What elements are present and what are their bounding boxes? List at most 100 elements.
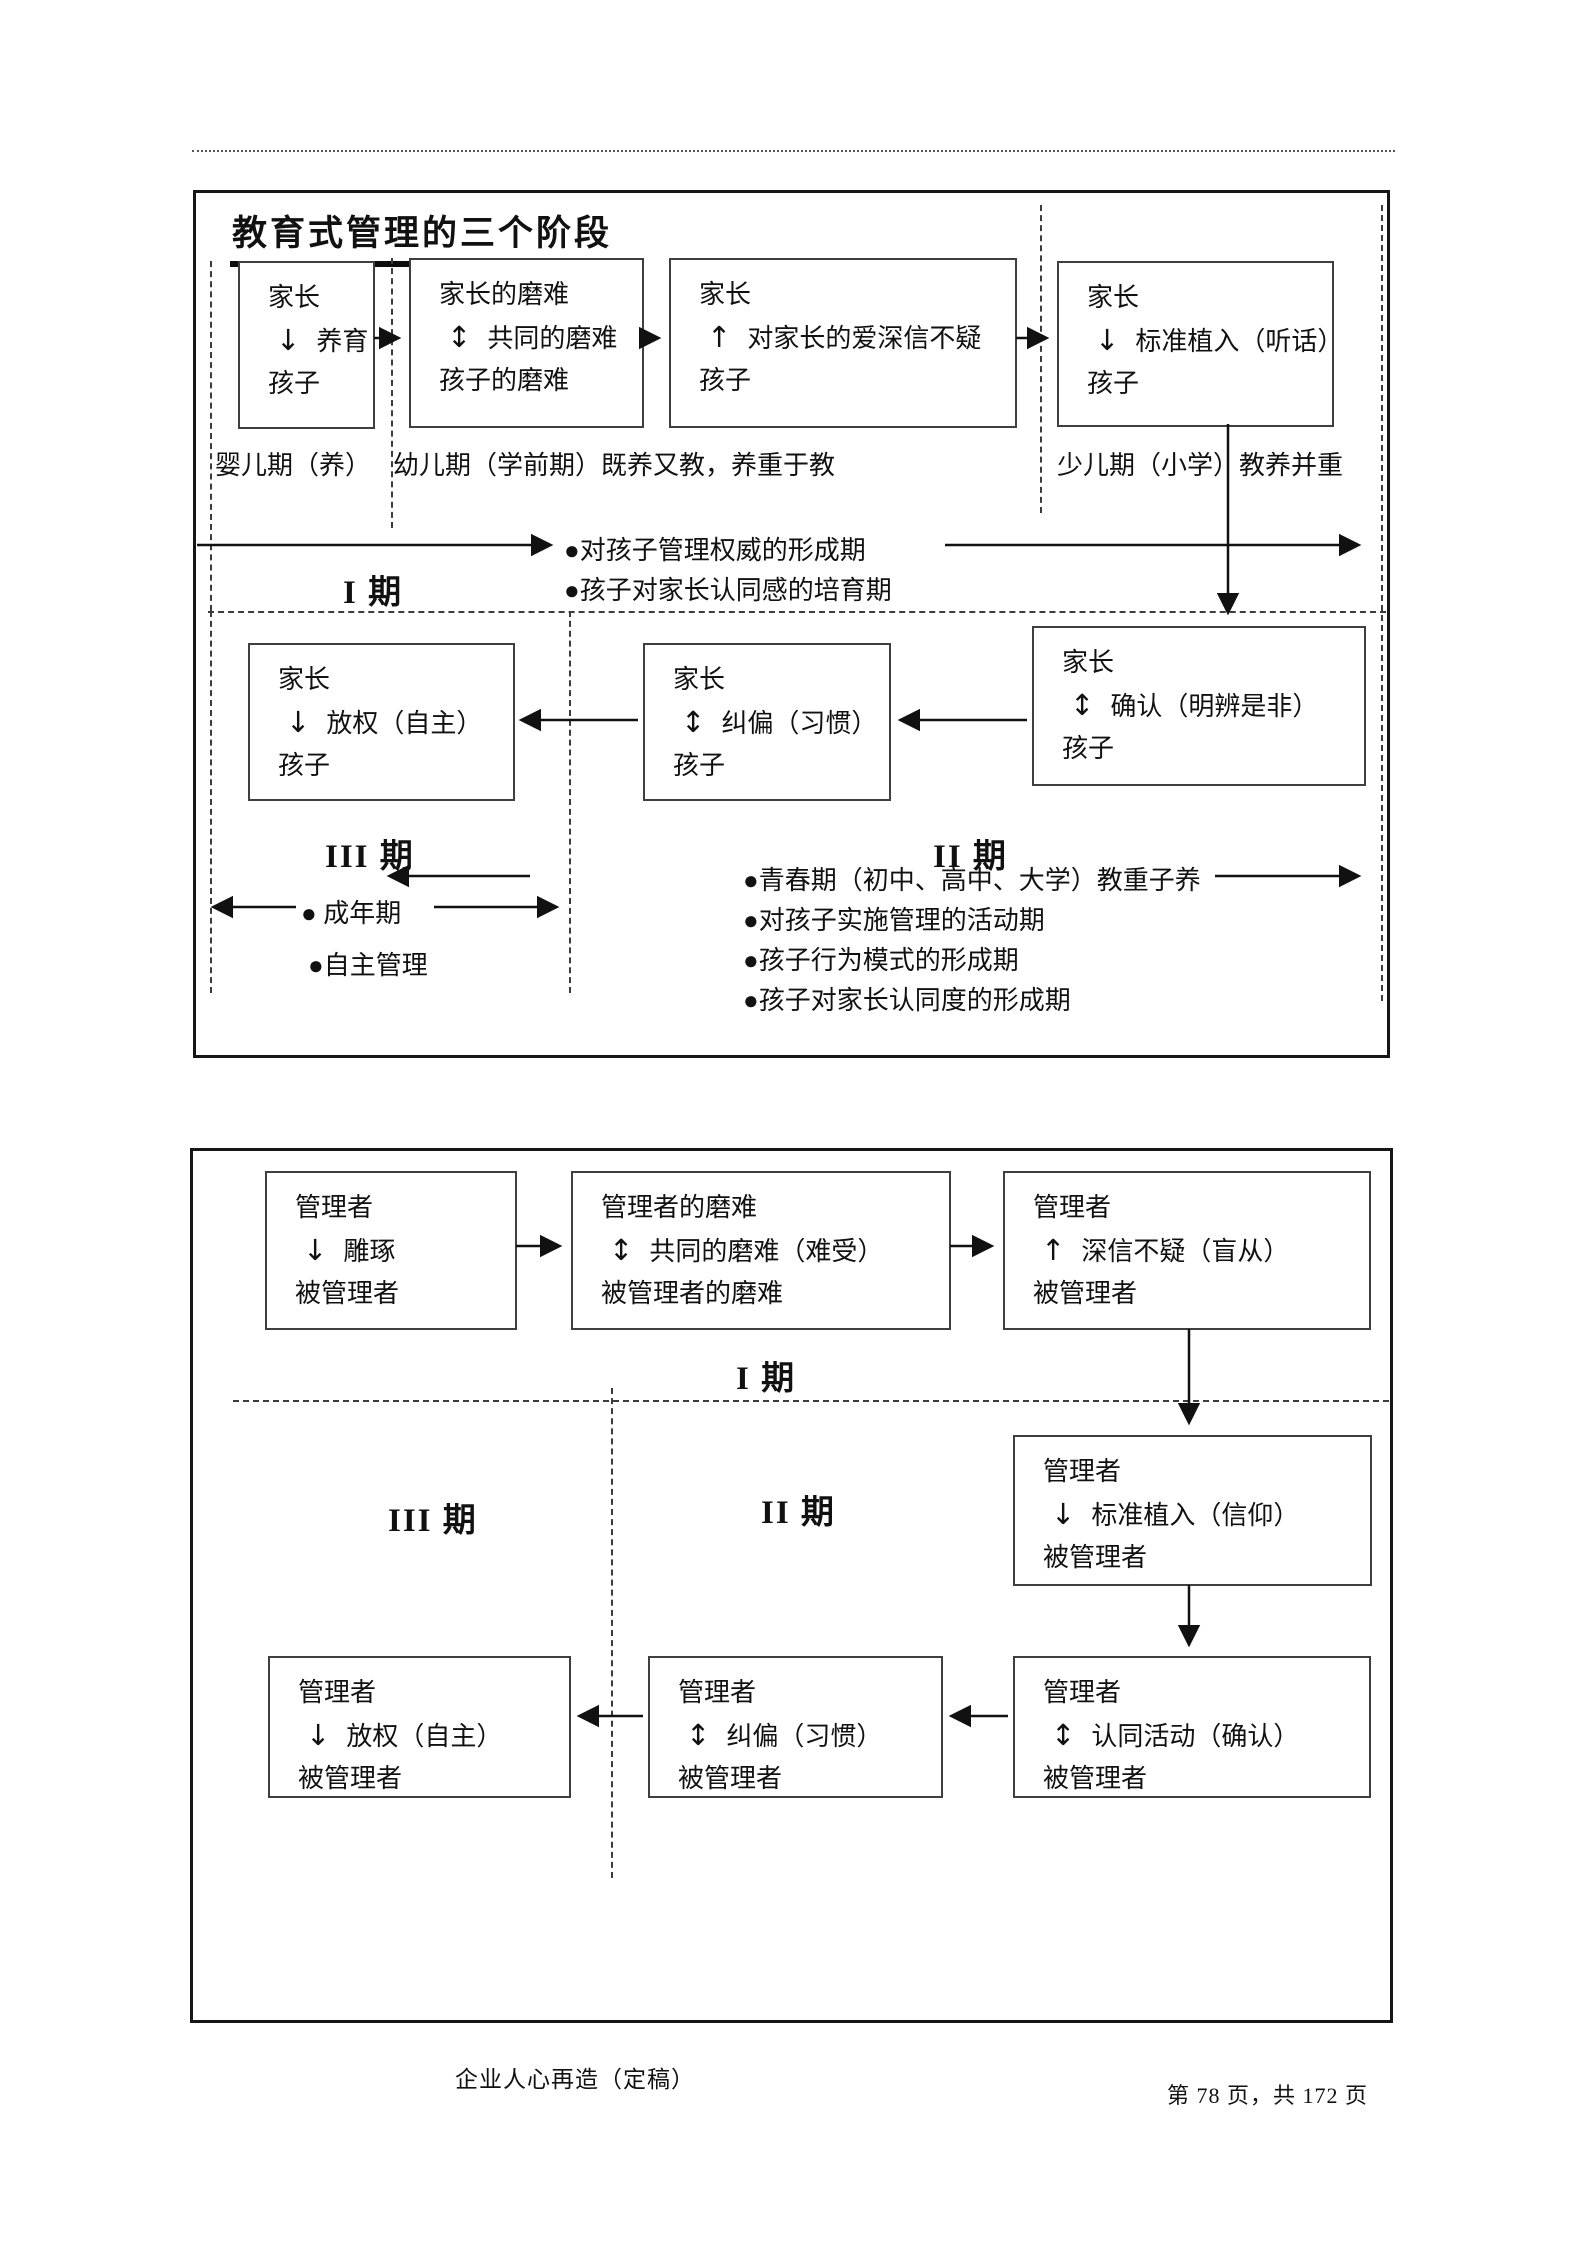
dashed-divider-vertical: [611, 1388, 613, 1878]
box-bottom-label: 孩子: [699, 366, 752, 395]
box-confirm-right-wrong: 家长 ↕ 确认（明辨是非） 孩子: [1032, 626, 1366, 786]
down-arrow-icon: ↓: [1051, 1497, 1076, 1531]
down-arrow-icon: ↓: [276, 323, 301, 357]
box-mid-label: 标准植入（信仰）: [1091, 1501, 1300, 1530]
box-trust-in-parent: 家长 ↑ 对家长的爱深信不疑 孩子: [669, 258, 1017, 428]
box-mid-label: 共同的磨难: [487, 324, 618, 353]
dashed-divider-horizontal: [208, 611, 1386, 613]
period-2-label: II 期: [761, 1495, 836, 1531]
box-manager-correct-habits: 管理者 ↕纠偏（习惯） 被管理者: [648, 1656, 943, 1798]
box-bottom-label: 被管理者: [298, 1764, 403, 1793]
period-1-label: I 期: [343, 575, 404, 611]
box-bottom-label: 孩子的磨难: [439, 366, 570, 395]
down-arrow-icon: ↓: [303, 1233, 328, 1267]
box-mid-label: 纠偏（习惯）: [726, 1722, 883, 1751]
period-2-label: II 期: [933, 839, 1008, 875]
box-top-label: 管理者: [298, 1678, 377, 1707]
box-top-label: 家长: [1062, 648, 1115, 677]
dashed-divider-vertical: [391, 258, 393, 528]
bullet-item: ●孩子对家长认同感的培育期: [564, 576, 892, 605]
box-bottom-label: 孩子: [673, 751, 726, 780]
box-mid-label: 对家长的爱深信不疑: [747, 324, 982, 353]
box-mid-label: 共同的磨难（难受）: [649, 1237, 884, 1266]
box-mid-label: 纠偏（习惯）: [721, 709, 878, 738]
box-shared-hardship: 家长的磨难 ↕ 共同的磨难 孩子的磨难: [409, 258, 644, 428]
bullet-item: ●对孩子管理权威的形成期: [564, 536, 866, 565]
period-3-bullet-adult: ● 成年期: [301, 899, 402, 928]
box-standard-implant-obedience: 家长 ↓ 标准植入（听话） 孩子: [1057, 261, 1343, 427]
dashed-divider-vertical: [1381, 205, 1383, 1001]
down-arrow-icon: ↓: [286, 705, 311, 739]
period-1-label: I 期: [736, 1361, 797, 1397]
box-mid-label: 养育: [316, 327, 369, 356]
figure-parent-child-stages: 教育式管理的三个阶段 家长 ↓养育 孩子 家长的磨难 ↕共同的磨难 孩子的磨难 …: [193, 190, 1390, 1058]
box-top-label: 管理者: [295, 1193, 374, 1222]
box-bottom-label: 被管理者: [295, 1279, 400, 1308]
box-bottom-label: 被管理者: [678, 1764, 783, 1793]
box-manager-identify-activity: 管理者 ↕认同活动（确认） 被管理者: [1013, 1656, 1371, 1798]
header-divider-line: [192, 150, 1395, 152]
box-top-label: 家长的磨难: [439, 280, 570, 309]
down-arrow-icon: ↓: [1095, 323, 1120, 357]
box-top-label: 家长: [699, 280, 752, 309]
updown-arrow-icon: ↕: [686, 1718, 711, 1752]
updown-arrow-icon: ↕: [1070, 688, 1095, 722]
bullet-item: ●对孩子实施管理的活动期: [743, 906, 1045, 935]
period-3-label: III 期: [325, 839, 415, 875]
stage-label-child: 少儿期（小学）教养并重: [1057, 451, 1344, 480]
updown-arrow-icon: ↕: [447, 320, 472, 354]
dashed-divider-vertical: [1040, 205, 1042, 513]
box-bottom-label: 被管理者的磨难: [601, 1279, 784, 1308]
box-bottom-label: 孩子: [278, 751, 331, 780]
dashed-divider-vertical: [569, 611, 571, 993]
dashed-divider-vertical: [210, 261, 212, 611]
box-bottom-label: 孩子: [268, 369, 321, 398]
box-top-label: 管理者: [1043, 1678, 1122, 1707]
stage-label-infant: 婴儿期（养）: [215, 451, 372, 480]
box-top-label: 家长: [1087, 283, 1140, 312]
updown-arrow-icon: ↕: [1051, 1718, 1076, 1752]
box-top-label: 管理者: [1033, 1193, 1112, 1222]
box-top-label: 家长: [278, 665, 331, 694]
box-manager-delegate: 管理者 ↓放权（自主） 被管理者: [268, 1656, 571, 1798]
box-top-label: 家长: [673, 665, 726, 694]
box-top-label: 管理者: [1043, 1457, 1122, 1486]
down-arrow-icon: ↓: [306, 1718, 331, 1752]
box-mid-label: 深信不疑（盲从）: [1081, 1237, 1290, 1266]
box-bottom-label: 被管理者: [1043, 1543, 1148, 1572]
box-mid-label: 标准植入（听话）: [1135, 327, 1344, 356]
box-bottom-label: 孩子: [1062, 734, 1115, 763]
updown-arrow-icon: ↕: [681, 705, 706, 739]
box-top-label: 家长: [268, 283, 321, 312]
box-correct-habits: 家长 ↕ 纠偏（习惯） 孩子: [643, 643, 891, 801]
box-bottom-label: 被管理者: [1033, 1279, 1138, 1308]
bullet-item: ●青春期（初中、高中、大学）教重子养: [743, 866, 1201, 895]
box-manager-carve: 管理者 ↓ 雕琢 被管理者: [265, 1171, 517, 1330]
bullet-item: ●孩子对家长认同度的形成期: [743, 986, 1071, 1015]
period-1-bullets: ●对孩子管理权威的形成期 ●孩子对家长认同感的培育期: [564, 531, 892, 611]
dashed-divider-vertical: [210, 611, 212, 993]
box-mid-label: 确认（明辨是非）: [1110, 692, 1319, 721]
box-mid-label: 雕琢: [343, 1237, 396, 1266]
box-manager-shared-hardship: 管理者的磨难 ↕共同的磨难（难受） 被管理者的磨难: [571, 1171, 951, 1330]
box-mid-label: 放权（自主）: [326, 709, 483, 738]
footer-document-title: 企业人心再造（定稿）: [455, 2067, 695, 2092]
period-3-label: III 期: [388, 1503, 478, 1539]
period-2-bullets: ●青春期（初中、高中、大学）教重子养 ●对孩子实施管理的活动期 ●孩子行为模式的…: [743, 861, 1201, 1021]
period-3-bullet-self-manage: ●自主管理: [308, 951, 428, 980]
box-delegate-autonomy: 家长 ↓ 放权（自主） 孩子: [248, 643, 515, 801]
up-arrow-icon: ↑: [1041, 1233, 1066, 1267]
footer-page-number: 第 78 页，共 172 页: [1167, 2083, 1369, 2108]
box-manager-standard-implant: 管理者 ↓ 标准植入（信仰） 被管理者: [1013, 1435, 1372, 1586]
up-arrow-icon: ↑: [707, 320, 732, 354]
bullet-item: ●孩子行为模式的形成期: [743, 946, 1019, 975]
box-bottom-label: 被管理者: [1043, 1764, 1148, 1793]
box-top-label: 管理者的磨难: [601, 1193, 758, 1222]
box-manager-blind-trust: 管理者 ↑ 深信不疑（盲从） 被管理者: [1003, 1171, 1371, 1330]
box-bottom-label: 孩子: [1087, 369, 1140, 398]
figure-manager-stages: 管理者 ↓雕琢 被管理者 管理者的磨难 ↕共同的磨难（难受） 被管理者的磨难 管…: [190, 1148, 1393, 2023]
dashed-divider-horizontal: [233, 1400, 1389, 1402]
box-parent-nurture: 家长 ↓ 养育 孩子: [238, 261, 375, 429]
stage-label-toddler: 幼儿期（学前期）既养又教，养重于教: [393, 451, 836, 480]
